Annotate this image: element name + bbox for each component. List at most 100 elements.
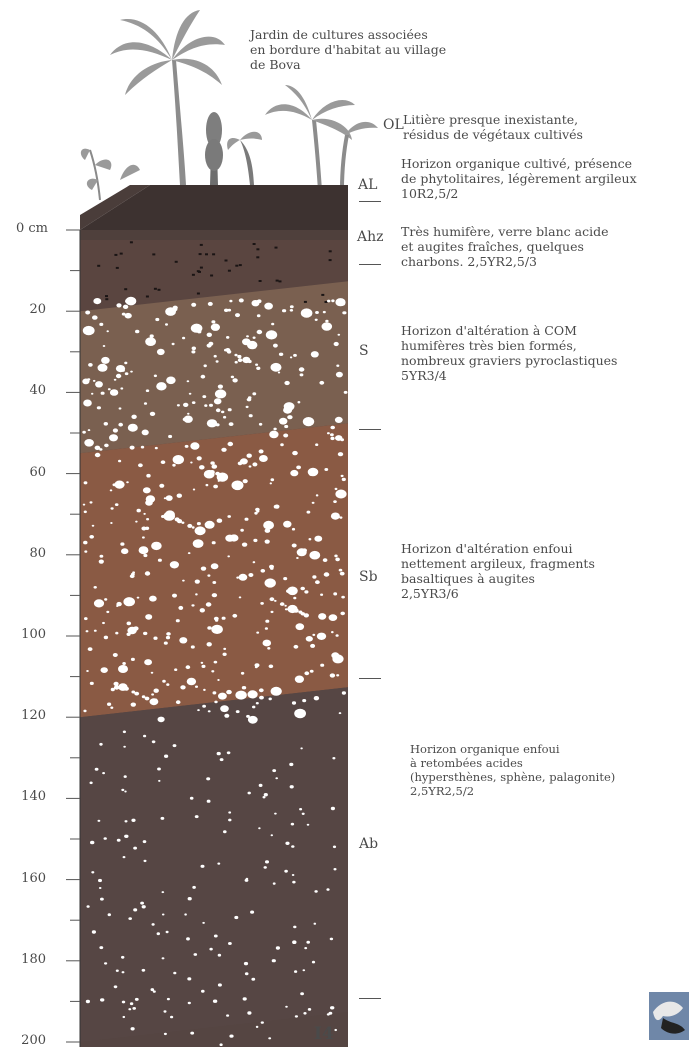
gravel-mark — [300, 586, 306, 591]
gravel-mark — [242, 997, 247, 1001]
gravel-mark — [205, 483, 209, 487]
gravel-mark — [116, 838, 121, 842]
gravel-mark — [311, 960, 316, 964]
gravel-mark — [115, 365, 126, 373]
gravel-mark — [210, 461, 215, 465]
gravel-mark — [130, 370, 133, 373]
gravel-mark — [299, 808, 303, 811]
gravel-mark — [113, 985, 118, 989]
gravel-mark — [115, 969, 119, 972]
horizon-description-s: Horizon d'altération à COM humifères trè… — [401, 323, 618, 383]
gravel-mark — [312, 633, 316, 637]
gravel-mark — [283, 406, 293, 414]
gravel-mark — [164, 754, 169, 758]
gravel-mark — [118, 407, 122, 410]
gravel-mark — [187, 523, 193, 528]
gravel-mark — [212, 581, 217, 584]
gravel-mark — [263, 793, 268, 797]
gravel-mark — [206, 419, 218, 428]
gravel-mark — [206, 642, 212, 647]
gravel-mark — [301, 812, 305, 815]
gravel-mark — [343, 390, 348, 394]
gravel-mark — [110, 706, 114, 709]
gravel-mark — [226, 689, 232, 695]
gravel-mark — [225, 348, 231, 352]
gravel-mark — [123, 597, 135, 607]
gravel-mark — [289, 762, 294, 767]
gravel-mark — [165, 930, 169, 934]
gravel-mark — [154, 446, 158, 450]
gravel-mark — [274, 504, 280, 509]
gravel-mark — [100, 667, 108, 673]
gravel-mark — [194, 526, 206, 536]
gravel-mark — [122, 856, 126, 859]
gravel-mark — [209, 470, 215, 475]
gravel-mark — [83, 481, 88, 485]
depth-tick-label: 180 — [21, 951, 46, 967]
gravel-mark — [210, 323, 220, 331]
gravel-mark — [165, 635, 171, 640]
gravel-mark — [341, 477, 346, 482]
gravel-mark — [268, 1037, 272, 1040]
gravel-mark — [124, 790, 127, 793]
gravel-mark — [155, 317, 160, 322]
gravel-mark — [219, 758, 224, 762]
gravel-mark — [221, 616, 226, 620]
gravel-mark — [187, 552, 191, 555]
charcoal-mark — [303, 300, 307, 303]
gravel-mark — [274, 599, 277, 602]
gravel-mark — [124, 820, 128, 823]
gravel-mark — [160, 460, 166, 465]
gravel-mark — [153, 636, 158, 640]
gravel-mark — [182, 579, 185, 582]
gravel-mark — [241, 686, 247, 690]
gravel-mark — [131, 690, 136, 694]
gravel-mark — [190, 323, 203, 333]
gravel-mark — [131, 572, 135, 576]
gravel-mark — [300, 747, 303, 750]
gravel-mark — [174, 668, 178, 671]
gravel-mark — [291, 874, 295, 876]
gravel-mark — [145, 499, 153, 506]
charcoal-mark — [274, 246, 278, 249]
gravel-mark — [123, 775, 127, 778]
gravel-mark — [268, 697, 272, 701]
gravel-mark — [202, 395, 207, 399]
horizon-band-ahz — [80, 230, 348, 312]
gravel-mark — [110, 507, 114, 510]
gravel-mark — [293, 644, 299, 649]
gravel-mark — [136, 508, 141, 513]
gravel-mark — [163, 1032, 167, 1036]
gravel-mark — [98, 559, 104, 564]
gravel-mark — [190, 645, 195, 649]
gravel-mark — [193, 953, 198, 956]
gravel-mark — [284, 424, 289, 429]
charcoal-mark — [174, 260, 178, 263]
gravel-mark — [341, 691, 346, 695]
gravel-mark — [289, 785, 294, 789]
gravel-mark — [116, 601, 122, 607]
gravel-mark — [195, 685, 198, 688]
gravel-mark — [237, 461, 243, 466]
horizon-band-s — [80, 281, 348, 454]
gravel-mark — [248, 414, 253, 418]
horizon-code-ahz: Ahz — [357, 229, 384, 245]
gravel-mark — [87, 647, 93, 651]
gravel-mark — [89, 535, 94, 539]
gravel-mark — [97, 363, 108, 372]
gravel-mark — [133, 846, 138, 850]
gravel-mark — [214, 619, 219, 622]
gravel-mark — [246, 453, 252, 458]
gravel-mark — [124, 834, 129, 838]
gravel-mark — [217, 953, 222, 957]
gravel-mark — [93, 599, 105, 608]
depth-axis — [66, 229, 80, 1043]
gravel-mark — [196, 456, 202, 461]
gravel-mark — [114, 480, 125, 489]
gravel-mark — [92, 379, 96, 382]
gravel-mark — [242, 356, 251, 364]
gravel-mark — [131, 414, 137, 419]
gravel-mark — [184, 913, 187, 916]
gravel-mark — [335, 489, 347, 499]
gravel-mark — [122, 662, 126, 665]
